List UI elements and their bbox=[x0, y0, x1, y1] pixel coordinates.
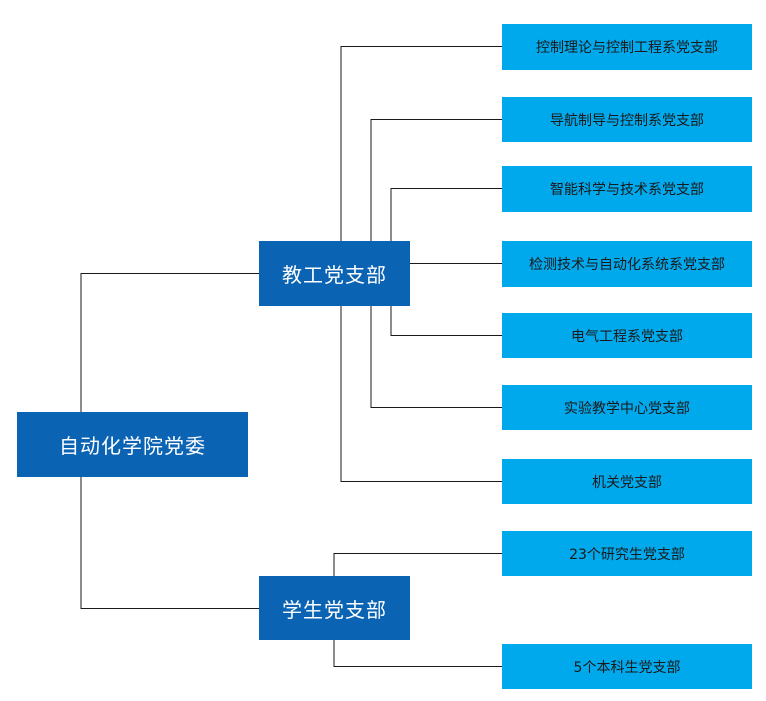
leaf-node-label: 5个本科生党支部 bbox=[573, 659, 681, 676]
leaf-node: 检测技术与自动化系统系党支部 bbox=[502, 241, 752, 287]
root-node-label: 自动化学院党委 bbox=[59, 434, 206, 458]
leaf-node: 控制理论与控制工程系党支部 bbox=[502, 24, 752, 70]
leaf-node: 23个研究生党支部 bbox=[502, 531, 752, 576]
leaf-node-label: 导航制导与控制系党支部 bbox=[550, 112, 704, 129]
branch-node-student: 学生党支部 bbox=[259, 576, 410, 640]
leaf-node-label: 23个研究生党支部 bbox=[569, 546, 685, 563]
connector-teacher-leaf-7 bbox=[340, 306, 502, 482]
branch-node-label: 学生党支部 bbox=[282, 597, 387, 622]
leaf-node: 实验教学中心党支部 bbox=[502, 385, 752, 430]
branch-node-teacher: 教工党支部 bbox=[259, 241, 410, 306]
leaf-node: 机关党支部 bbox=[502, 459, 752, 504]
connector-student-leaf-1 bbox=[333, 553, 502, 576]
connector-root-teacher bbox=[80, 273, 259, 412]
connector-teacher-leaf-5 bbox=[390, 306, 502, 336]
leaf-node-label: 智能科学与技术系党支部 bbox=[550, 182, 704, 198]
connector-teacher-leaf-2 bbox=[370, 119, 502, 241]
leaf-node: 导航制导与控制系党支部 bbox=[502, 97, 752, 142]
connector-teacher-leaf-1 bbox=[340, 46, 502, 241]
leaf-node-label: 机关党支部 bbox=[592, 474, 662, 491]
branch-node-label: 教工党支部 bbox=[282, 263, 387, 287]
leaf-node-label: 电气工程系党支部 bbox=[571, 328, 683, 345]
connector-student-leaf-2 bbox=[333, 640, 502, 667]
connector-teacher-leaf-6 bbox=[370, 306, 502, 408]
leaf-node-label: 实验教学中心党支部 bbox=[564, 400, 690, 417]
leaf-node: 智能科学与技术系党支部 bbox=[502, 166, 752, 212]
leaf-node: 5个本科生党支部 bbox=[502, 644, 752, 689]
leaf-node-label: 控制理论与控制工程系党支部 bbox=[536, 40, 718, 56]
connector-root-student bbox=[80, 477, 259, 609]
leaf-node-label: 检测技术与自动化系统系党支部 bbox=[529, 257, 725, 273]
root-node: 自动化学院党委 bbox=[17, 412, 248, 477]
leaf-node: 电气工程系党支部 bbox=[502, 313, 752, 358]
connector-teacher-leaf-3 bbox=[390, 188, 502, 241]
